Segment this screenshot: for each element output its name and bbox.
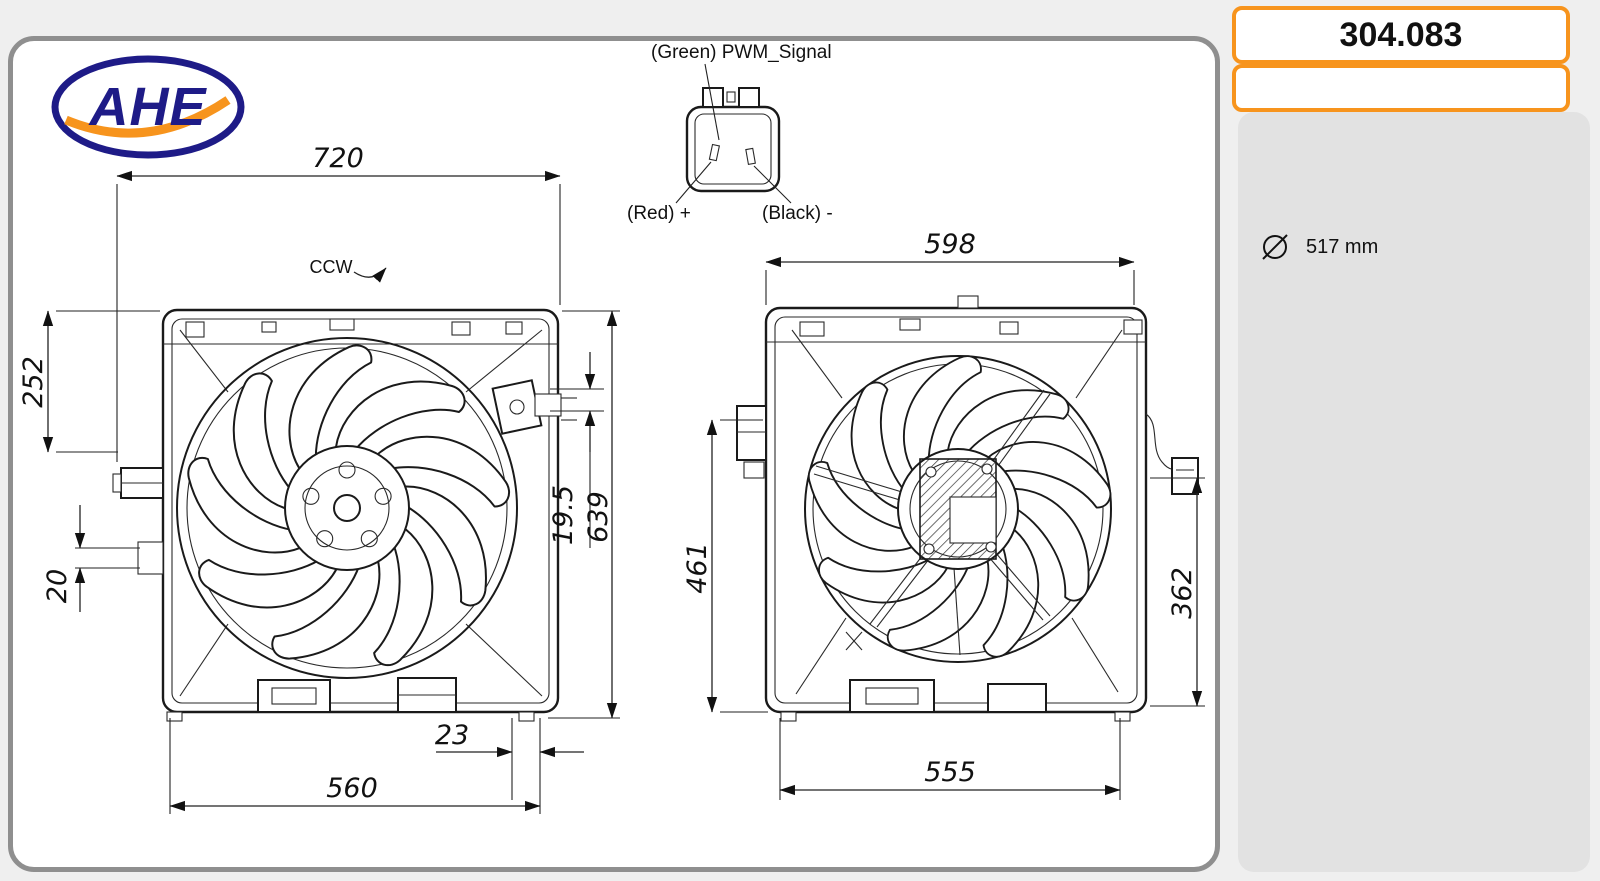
dim-front-overall-width: 720 bbox=[312, 143, 364, 174]
brand-logo-text: AHE bbox=[87, 77, 207, 137]
dim-front-overall-height: 639 bbox=[583, 491, 614, 543]
dim-front-mount-width: 560 bbox=[326, 773, 378, 804]
rotation-direction-label: CCW bbox=[310, 257, 353, 277]
dim-front-lower-left: 20 bbox=[42, 569, 73, 603]
brand-logo: AHE bbox=[51, 55, 245, 159]
dim-rear-overall-width: 598 bbox=[924, 229, 976, 260]
pwm-signal-label: (Green) PWM_Signal bbox=[651, 42, 832, 63]
part-number: 304.083 bbox=[1339, 15, 1463, 54]
connector-detail-drawing: (Green) PWM_Signal (Red) + (Black) - bbox=[627, 42, 833, 224]
dim-front-depth: 19.5 bbox=[548, 485, 579, 545]
front-view-drawing: CCW 720 252 20 19.5 639 2 bbox=[18, 143, 620, 814]
rear-view-drawing: 598 461 362 555 bbox=[682, 229, 1205, 800]
spec-panel: 517 mm bbox=[1238, 112, 1590, 872]
dim-front-upper-left: 252 bbox=[18, 356, 49, 408]
part-number-badge: 304.083 bbox=[1232, 6, 1570, 64]
dim-rear-height-right: 362 bbox=[1167, 567, 1198, 619]
technical-drawing: AHE (Green) PWM_Signal (Red) + (Black) - bbox=[18, 42, 1205, 814]
black-minus-label: (Black) - bbox=[762, 203, 833, 224]
dim-rear-mount-width: 555 bbox=[924, 757, 976, 788]
dim-front-foot-offset: 23 bbox=[435, 720, 469, 751]
dim-rear-height-left: 461 bbox=[682, 542, 713, 594]
diameter-symbol-icon bbox=[1262, 234, 1288, 260]
red-plus-label: (Red) + bbox=[627, 203, 691, 224]
empty-badge bbox=[1232, 64, 1570, 112]
diameter-value: 517 mm bbox=[1306, 235, 1379, 258]
diameter-spec: 517 mm bbox=[1256, 228, 1378, 266]
